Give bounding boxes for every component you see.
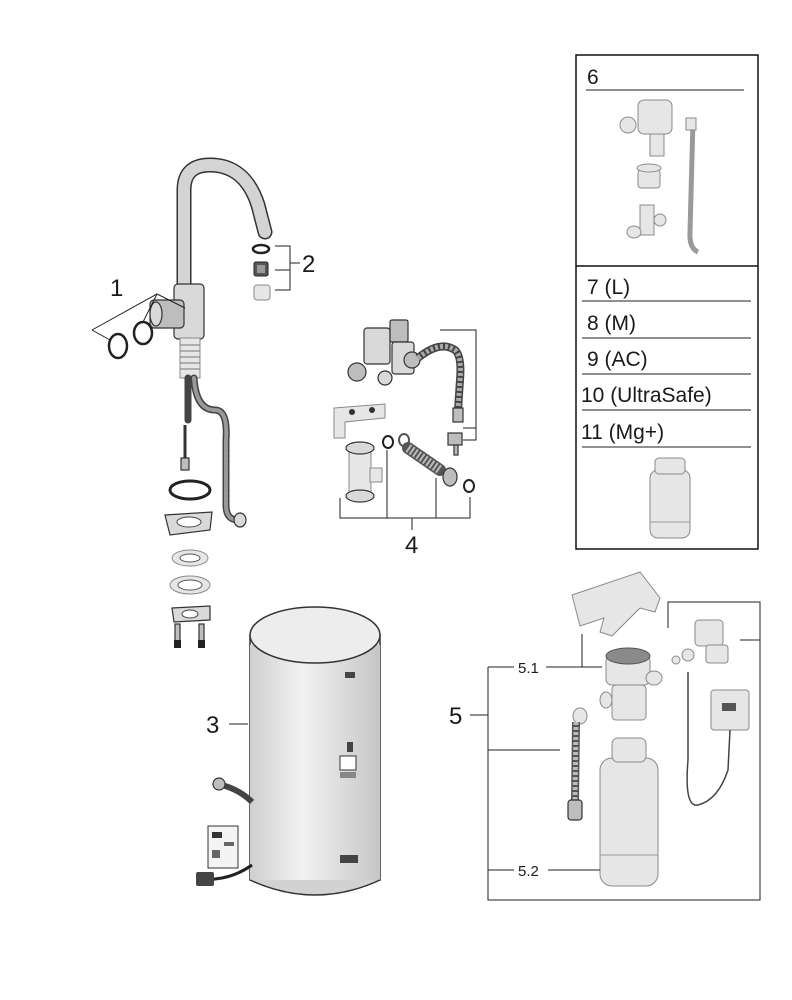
panel-item-9: 9 (AC) — [587, 348, 648, 371]
leader-lines-4 — [339, 329, 477, 530]
panel-item-11: 11 (Mg+) — [581, 421, 664, 444]
leader-lines-1-2 — [91, 245, 300, 341]
callout-1: 1 — [110, 275, 123, 302]
o-rings-part-1 — [107, 320, 212, 595]
faucet-illustration — [149, 157, 273, 528]
valve-set-part-4 — [333, 319, 475, 503]
panel-item-10: 10 (UltraSafe) — [581, 384, 712, 407]
accessory-panel: 6 7 (L) 8 (M) 9 (AC) 10 (UltraSafe) 11 (… — [575, 54, 759, 550]
boiler-illustration — [196, 606, 381, 896]
filter-cartridge-illustration — [649, 457, 691, 539]
filter-set-part-5 — [567, 571, 750, 887]
callout-5-1: 5.1 — [518, 660, 539, 677]
callout-3: 3 — [206, 712, 219, 739]
leader-lines-5 — [470, 601, 761, 901]
callout-4: 4 — [405, 532, 418, 559]
callout-5: 5 — [449, 703, 462, 730]
panel-header-6: 6 — [587, 66, 599, 89]
callout-2: 2 — [302, 251, 315, 278]
aerator-set-part-2 — [251, 243, 271, 301]
callout-5-2: 5.2 — [518, 863, 539, 880]
panel-item-8: 8 (M) — [587, 312, 636, 335]
mounting-hardware — [164, 511, 213, 648]
panel-item-7: 7 (L) — [587, 276, 630, 299]
safety-valve-set-illustration — [619, 99, 700, 255]
